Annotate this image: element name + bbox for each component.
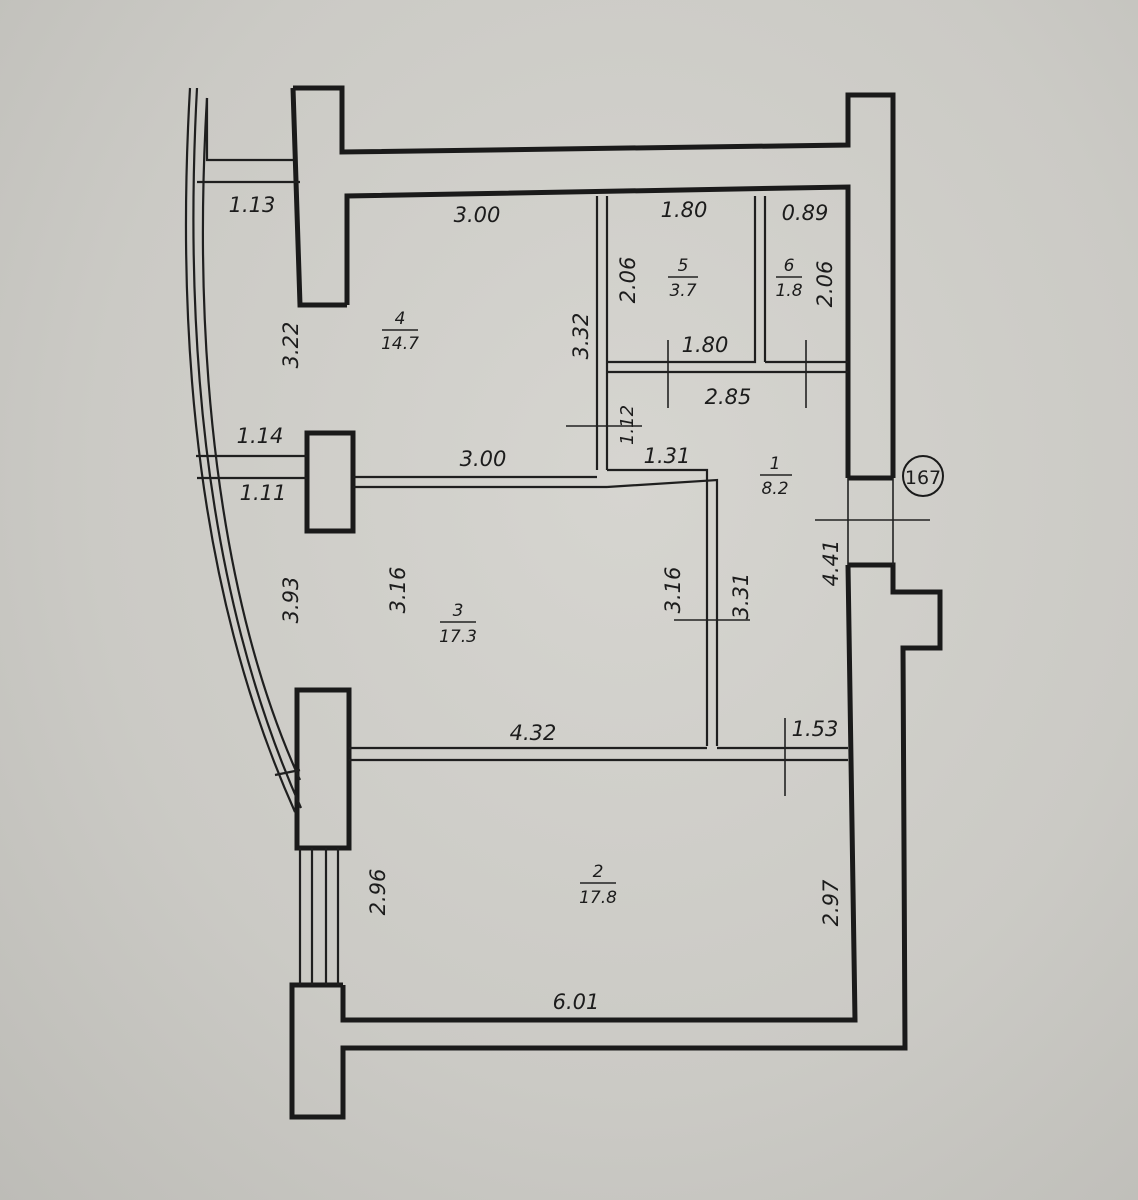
dim-room5-bottom: 1.80 [682, 333, 729, 357]
dim-room2-bottom: 6.01 [553, 990, 600, 1014]
balcony-divider-bottom [274, 768, 301, 777]
dim-hall-bottom: 1.53 [792, 717, 839, 741]
room-number: 6 [784, 256, 795, 276]
apartment-number-badge: 167 [902, 455, 944, 497]
apartment-number: 167 [905, 467, 941, 489]
room-area: 17.3 [439, 627, 477, 647]
partition-room3-hall-a [607, 468, 709, 746]
dim-hall-top: 2.85 [705, 385, 752, 409]
dim-room3-top: 3.00 [460, 447, 507, 471]
dim-hall-side: 3.31 [729, 573, 753, 620]
room-6: 6 1.8 [775, 256, 802, 301]
dim-room3-right: 3.16 [661, 567, 685, 614]
balcony-curve-mid [192, 87, 303, 809]
room-3: 3 17.3 [439, 601, 477, 647]
dim-room4-side: 3.22 [279, 322, 303, 369]
dim-balcony-mid-upper: 1.14 [237, 424, 284, 448]
room-number: 4 [395, 309, 406, 329]
dim-balcony-side: 3.93 [279, 577, 303, 624]
dimension-labels: 1.13 3.00 1.80 0.89 3.22 3.32 2.06 2.06 … [229, 193, 843, 1014]
room-area: 14.7 [381, 334, 419, 354]
room-1: 1 8.2 [760, 454, 792, 499]
dim-balcony-top: 1.13 [229, 193, 276, 217]
room-area: 8.2 [761, 479, 788, 499]
wall-top-left-pillar [293, 85, 896, 478]
balcony [184, 87, 307, 813]
wall-lower-pillar [294, 687, 352, 851]
dim-hall-door: 1.12 [617, 405, 638, 445]
room-area: 1.8 [775, 281, 802, 301]
room-number: 3 [453, 601, 464, 621]
wall-top-inner [344, 184, 851, 478]
wall-middle-pillar [304, 430, 356, 534]
dim-room3-left: 3.16 [386, 567, 410, 614]
room-area: 3.7 [669, 281, 696, 301]
dim-room4-right: 3.32 [569, 313, 593, 360]
partition-room3-hall-b [606, 478, 719, 746]
apartment-number-circle [902, 455, 944, 497]
balcony-curve-outer [184, 87, 297, 813]
dim-room5-top: 1.80 [661, 198, 708, 222]
balcony-curve-inner [201, 97, 302, 781]
dim-room6-side: 2.06 [813, 261, 837, 308]
dim-room5-side: 2.06 [616, 257, 640, 304]
wall-left-pillar [290, 87, 347, 308]
dim-room2-right: 2.97 [819, 879, 843, 926]
dim-hall-width: 1.31 [644, 444, 691, 468]
wall-right-inner [340, 564, 858, 1023]
room-number: 1 [770, 454, 781, 474]
room-labels: 4 14.7 5 3.7 6 1.8 1 8.2 3 17.3 2 17.8 [381, 256, 803, 908]
partition-room5 [607, 196, 757, 364]
room-5: 5 3.7 [668, 256, 698, 301]
dim-room3-bottom: 4.32 [510, 721, 557, 745]
room-number: 2 [593, 862, 604, 882]
dim-balcony-mid-lower: 1.11 [240, 481, 287, 505]
balcony-top-edge [205, 98, 293, 162]
dim-room6-top: 0.89 [782, 201, 829, 225]
partitions [349, 196, 930, 796]
room-4: 4 14.7 [381, 309, 419, 354]
dim-entrance: 4.41 [819, 540, 843, 587]
wall-right-lower [289, 562, 943, 1120]
room-area: 17.8 [579, 888, 617, 908]
dim-room4-top: 3.00 [454, 203, 501, 227]
dim-room2-left: 2.96 [366, 869, 390, 916]
outer-walls [289, 85, 943, 1120]
room-2: 2 17.8 [579, 862, 617, 908]
room-number: 5 [678, 256, 689, 276]
